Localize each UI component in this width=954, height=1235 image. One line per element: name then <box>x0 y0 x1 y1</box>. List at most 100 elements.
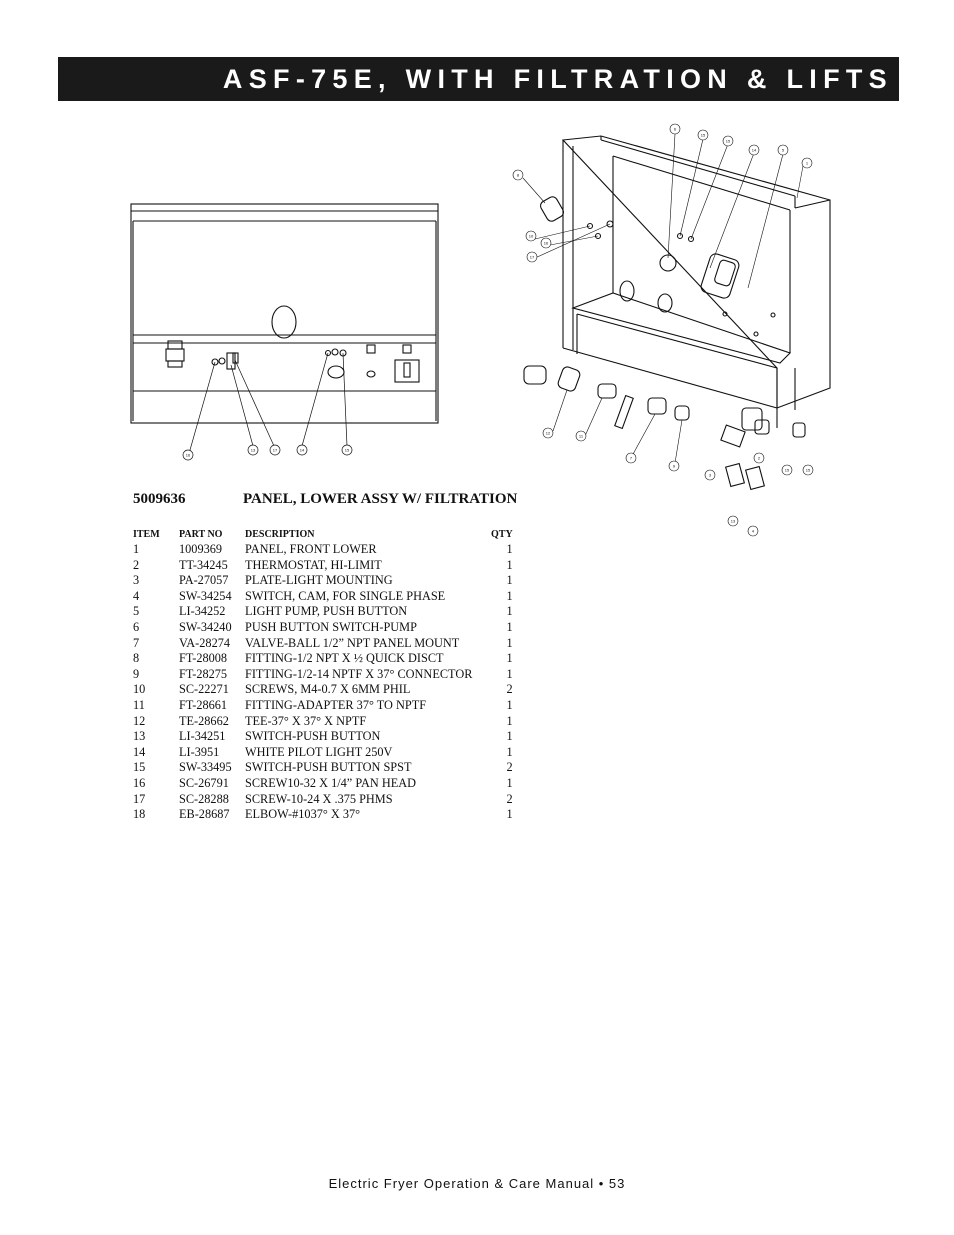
item-cell: 15 <box>133 760 146 775</box>
callout-label: 13 <box>731 519 736 524</box>
qty-cell: 1 <box>506 775 513 790</box>
table-row: 5 LI-34252 LIGHT PUMP, PUSH BUTTON 1 <box>131 604 515 620</box>
description-cell: PLATE-LIGHT MOUNTING <box>245 573 393 588</box>
callout-label: 15 <box>785 468 790 473</box>
item-cell: 8 <box>133 651 140 666</box>
description-cell: SWITCH-PUSH BUTTON SPST <box>245 760 412 775</box>
callout-label: 15 <box>345 448 350 453</box>
callout-label: 14 <box>300 448 305 453</box>
part-no-cell: FT-28661 <box>179 697 228 712</box>
section-heading: 5009636 PANEL, LOWER ASSY W/ FILTRATION <box>133 491 517 508</box>
table-row: 9 FT-28275 FITTING-1/2-14 NPTF X 37° CONNE… <box>131 667 515 683</box>
callout-label: 17 <box>273 448 278 453</box>
description-cell: FITTING-1/2-14 NPTF X 37° CONNECTOR <box>245 666 473 681</box>
assembly-part-number: 5009636 <box>133 491 186 507</box>
front-panel-diagram: 16 13 17 14 15 <box>130 203 439 461</box>
callout-label: 15 <box>701 133 706 138</box>
description-cell: TEE-37° X 37° X NPTF <box>245 713 367 728</box>
page-title: ASF-75E, WITH FILTRATION & LIFTS <box>222 64 893 94</box>
item-cell: 1 <box>133 542 140 556</box>
callout-label: 6 <box>674 127 677 132</box>
qty-cell: 1 <box>506 666 513 681</box>
part-no-cell: SW-34240 <box>179 619 232 634</box>
table-row: 15 SW-33495 SWITCH-PUSH BUTTON SPST 2 <box>131 760 515 776</box>
item-cell: 9 <box>133 666 140 681</box>
item-cell: 14 <box>133 744 146 759</box>
description-cell: SCREW10-32 X 1/4” PAN HEAD <box>245 775 417 790</box>
qty-cell: 1 <box>506 542 513 556</box>
assembly-title: PANEL, LOWER ASSY W/ FILTRATION <box>243 491 518 507</box>
description-cell: THERMOSTAT, HI-LIMIT <box>245 557 382 572</box>
description-cell: ELBOW-#1037° X 37° <box>245 807 361 822</box>
description-cell: PUSH BUTTON SWITCH-PUMP <box>245 619 417 634</box>
qty-cell: 2 <box>506 760 513 775</box>
item-cell: 2 <box>133 557 140 572</box>
part-no-cell: LI-3951 <box>179 744 220 759</box>
item-cell: 6 <box>133 619 140 634</box>
item-cell: 11 <box>133 697 145 712</box>
description-cell: SCREWS, M4-0.7 X 6MM PHIL <box>245 682 411 697</box>
description-cell: VALVE-BALL 1/2” NPT PANEL MOUNT <box>245 635 460 650</box>
qty-cell: 1 <box>506 557 513 572</box>
part-no-cell: FT-28008 <box>179 651 228 666</box>
part-no-cell: SC-26791 <box>179 775 229 790</box>
callout-label: 5 <box>782 148 785 153</box>
callout-label: 4 <box>752 529 755 534</box>
callout-label: 2 <box>758 456 761 461</box>
qty-cell: 1 <box>506 697 513 712</box>
qty-cell: 2 <box>506 791 513 806</box>
qty-cell: 1 <box>506 713 513 728</box>
part-no-cell: EB-28687 <box>179 807 230 822</box>
callout-label: 16 <box>186 453 191 458</box>
callout-label: 15 <box>726 139 731 144</box>
part-no-cell: SW-33495 <box>179 760 232 775</box>
qty-cell: 1 <box>506 651 513 666</box>
description-cell: LIGHT PUMP, PUSH BUTTON <box>245 604 408 619</box>
part-no-cell: SC-28288 <box>179 791 229 806</box>
qty-cell: 1 <box>506 604 513 619</box>
column-header-part-no: PART NO <box>179 528 223 540</box>
callout-label: 12 <box>546 431 551 436</box>
description-cell: SWITCH-PUSH BUTTON <box>245 729 381 744</box>
part-no-cell: TE-28662 <box>179 713 229 728</box>
column-header-description: DESCRIPTION <box>245 528 315 540</box>
callout-label: 11 <box>579 434 584 439</box>
part-no-cell: TT-34245 <box>179 557 228 572</box>
item-cell: 17 <box>133 791 146 806</box>
table-row: 2 TT-34245 THERMOSTAT, HI-LIMIT 1 <box>131 558 515 574</box>
callout-label: 14 <box>752 148 757 153</box>
description-cell: SWITCH, CAM, FOR SINGLE PHASE <box>245 588 446 603</box>
description-cell: WHITE PILOT LIGHT 250V <box>245 744 393 759</box>
callout-label: 13 <box>251 448 256 453</box>
item-cell: 16 <box>133 775 146 790</box>
part-no-cell: SC-22271 <box>179 682 229 697</box>
callout-label: 17 <box>530 255 535 260</box>
column-header-item: ITEM <box>133 528 160 540</box>
item-cell: 18 <box>133 807 146 822</box>
item-cell: 3 <box>133 573 140 588</box>
item-cell: 5 <box>133 604 140 619</box>
table-row: 8 FT-28008 FITTING-1/2 NPT X ½ QUICK DISCT… <box>131 651 515 667</box>
part-no-cell: LI-34252 <box>179 604 226 619</box>
qty-cell: 1 <box>506 573 513 588</box>
table-row: 16 SC-26791 SCREW10-32 X 1/4” PAN HEAD 1 <box>131 776 515 792</box>
qty-cell: 1 <box>506 635 513 650</box>
page-footer: Electric Fryer Operation & Care Manual •… <box>328 1176 626 1191</box>
title-banner: ASF-75E, WITH FILTRATION & LIFTS <box>58 57 899 101</box>
part-no-cell: LI-34251 <box>179 729 226 744</box>
part-no-cell: 1009369 <box>179 542 223 556</box>
item-cell: 4 <box>133 588 140 603</box>
description-cell: FITTING-1/2 NPT X ½ QUICK DISCT <box>245 651 444 666</box>
callout-label: 1 <box>806 161 809 166</box>
part-no-cell: FT-28275 <box>179 666 228 681</box>
qty-cell: 1 <box>506 744 513 759</box>
